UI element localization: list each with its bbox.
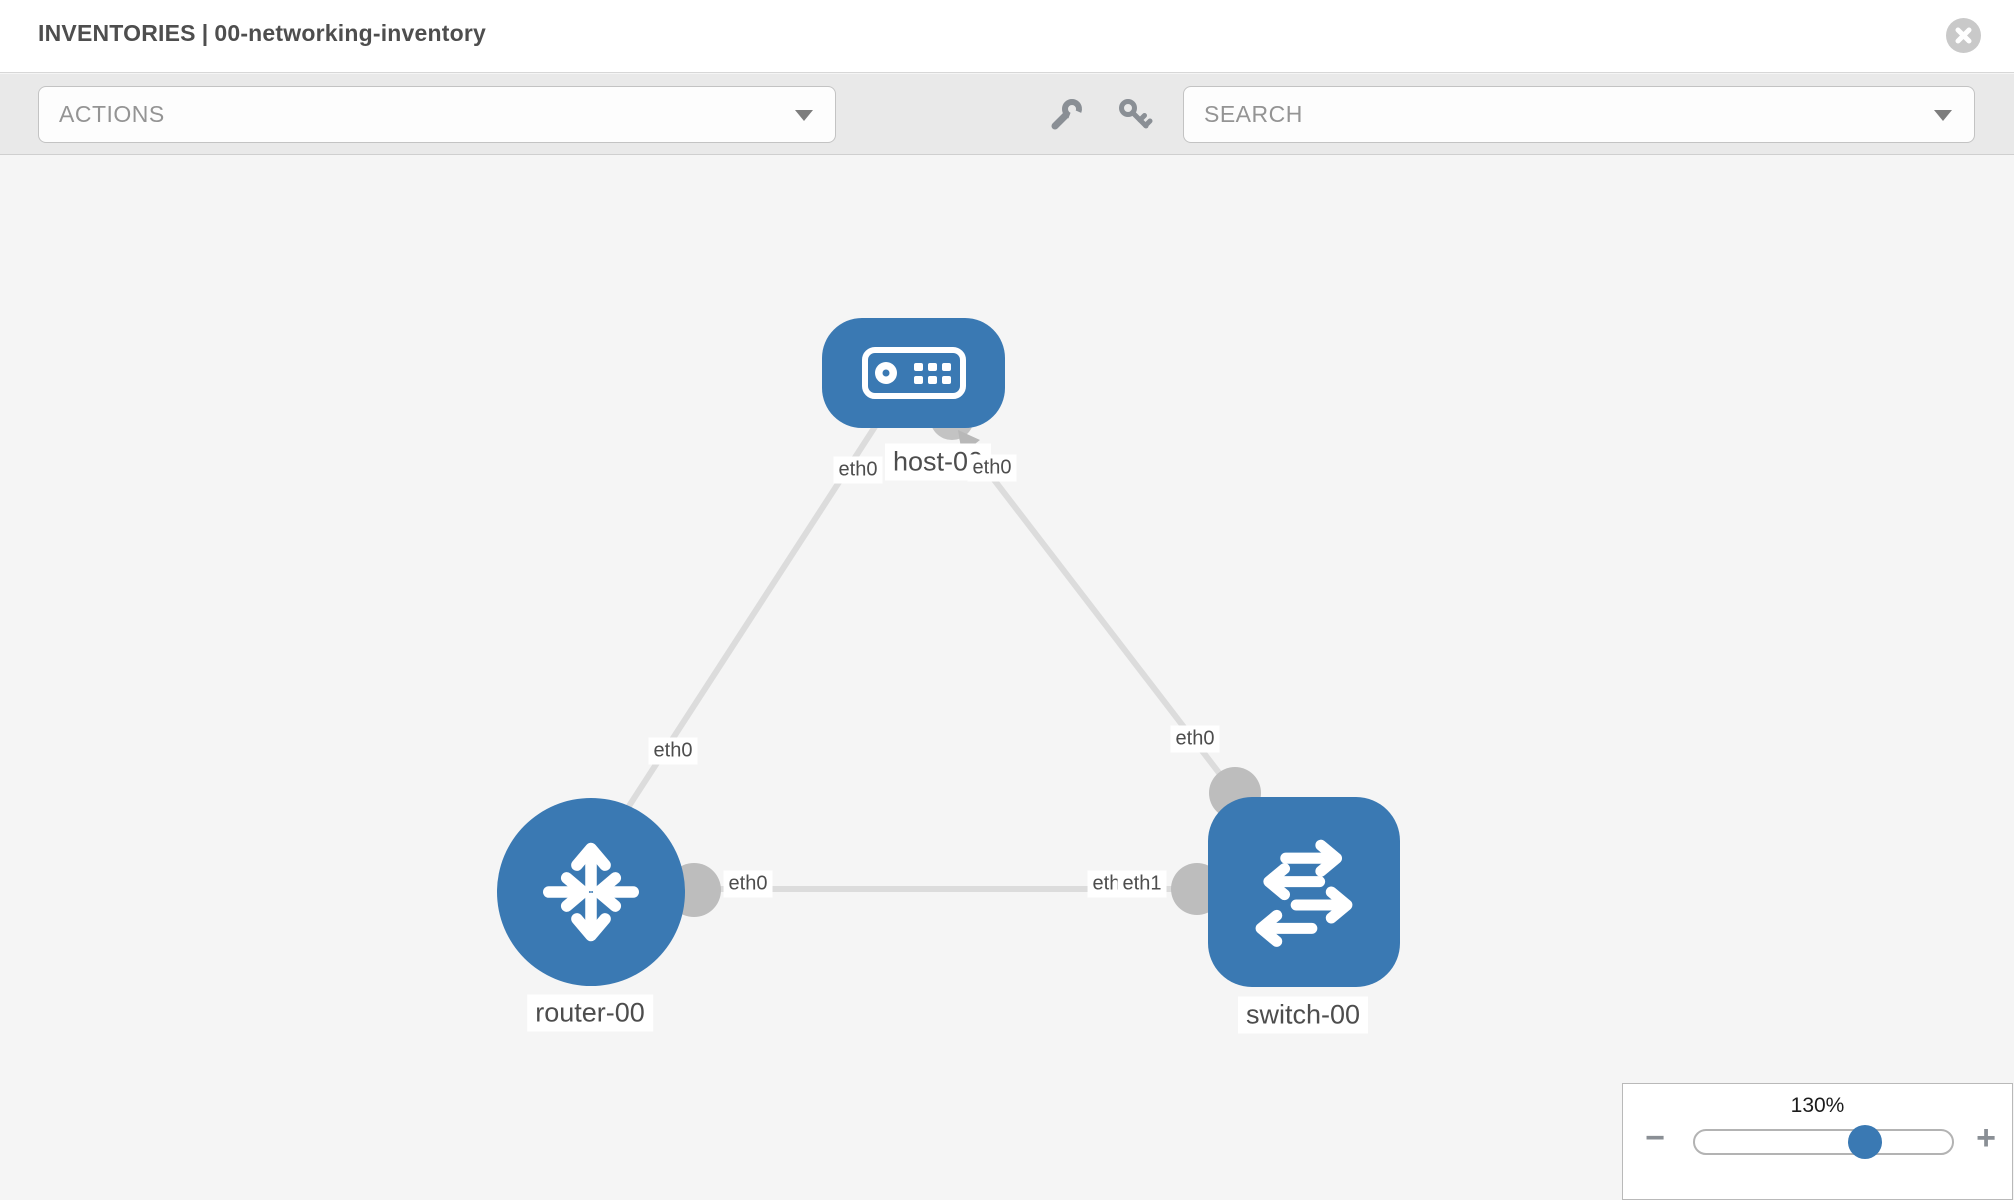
page-title-separator: | <box>201 20 209 46</box>
toolbar: ACTIONS SEARCH <box>0 74 2014 155</box>
iface-label-switch-eth1-over: eth1 <box>1117 870 1167 898</box>
chevron-down-icon <box>795 109 813 121</box>
topology-canvas[interactable]: host-00 router-00 switch-00 eth0 eth0 et… <box>0 155 2014 1200</box>
actions-dropdown[interactable]: ACTIONS <box>38 86 836 143</box>
zoom-level-readout: 130% <box>1790 1094 1845 1117</box>
zoom-out-button[interactable]: − <box>1637 1120 1673 1156</box>
iface-label-router-to-host: eth0 <box>648 737 698 765</box>
zoom-in-button[interactable]: + <box>1968 1120 2004 1156</box>
node-router-00[interactable] <box>497 798 685 986</box>
configure-button[interactable] <box>1040 89 1092 141</box>
actions-dropdown-label: ACTIONS <box>59 101 165 127</box>
key-icon <box>1119 99 1153 129</box>
search-dropdown[interactable]: SEARCH <box>1183 86 1975 143</box>
iface-label-host-to-router: eth0 <box>833 456 883 484</box>
topology-edges-layer <box>615 396 1261 917</box>
node-host-00[interactable] <box>822 318 1005 428</box>
zoom-slider[interactable] <box>1693 1125 1954 1159</box>
plus-icon: + <box>1976 1119 1996 1157</box>
node-label-router-00: router-00 <box>527 994 653 1032</box>
close-icon <box>1955 27 1972 44</box>
switch-icon <box>1255 839 1353 947</box>
iface-label-router-to-switch: eth0 <box>723 870 773 898</box>
wrench-icon <box>1051 99 1082 130</box>
zoom-slider-thumb[interactable] <box>1848 1125 1882 1159</box>
minus-icon: − <box>1645 1119 1665 1157</box>
header-bar: INVENTORIES|00-networking-inventory <box>0 0 2014 73</box>
node-label-switch-00: switch-00 <box>1237 996 1369 1034</box>
page-title-section: INVENTORIES <box>38 20 196 46</box>
close-button[interactable] <box>1946 18 1981 53</box>
search-dropdown-label: SEARCH <box>1204 101 1303 127</box>
iface-label-switch-to-host: eth0 <box>1170 725 1220 753</box>
page-title: INVENTORIES|00-networking-inventory <box>38 20 486 47</box>
chevron-down-icon <box>1934 109 1952 121</box>
zoom-control-panel: 130% − + <box>1622 1083 2013 1200</box>
router-icon <box>543 842 639 942</box>
credentials-button[interactable] <box>1109 89 1161 141</box>
node-switch-00[interactable] <box>1208 797 1400 987</box>
iface-label-host-to-switch: eth0 <box>967 454 1017 482</box>
host-icon <box>861 347 966 399</box>
page-title-inventory-name: 00-networking-inventory <box>214 20 487 46</box>
